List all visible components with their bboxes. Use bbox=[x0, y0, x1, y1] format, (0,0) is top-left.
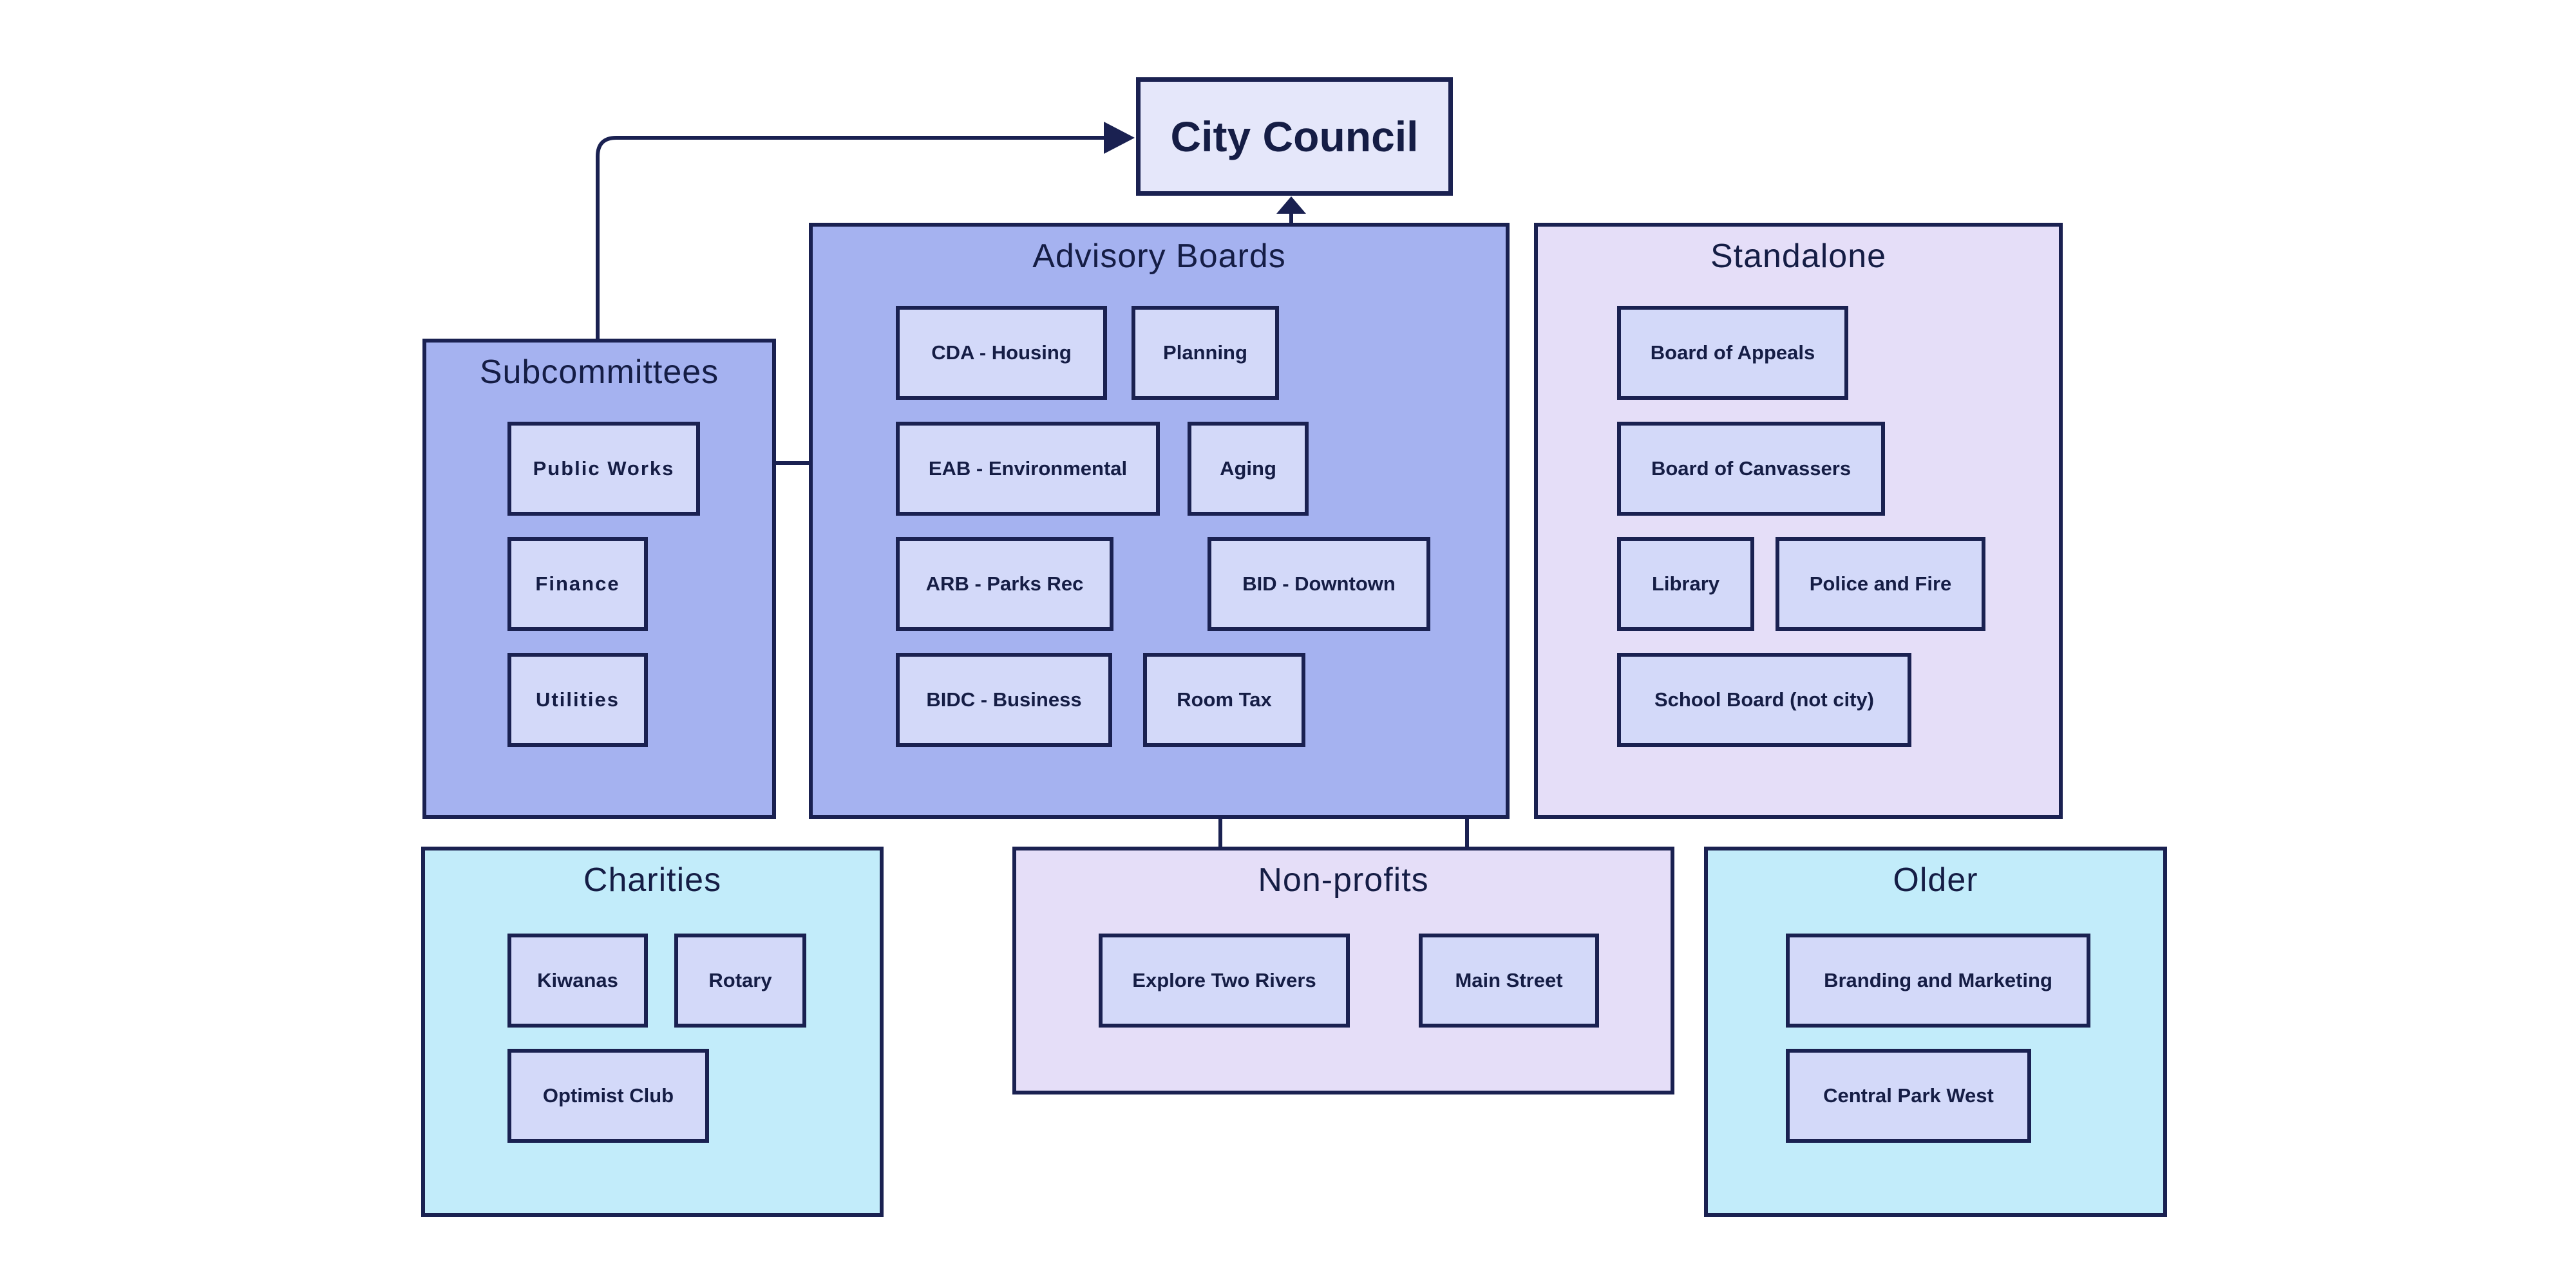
node-board-of-appeals: Board of Appeals bbox=[1617, 306, 1848, 400]
node-label: Kiwanas bbox=[537, 969, 618, 992]
node-label: Police and Fire bbox=[1809, 572, 1952, 596]
node-main-street: Main Street bbox=[1419, 934, 1599, 1028]
node-bid-downtown: BID - Downtown bbox=[1208, 537, 1430, 631]
node-label: School Board (not city) bbox=[1654, 688, 1874, 711]
node-label: Rotary bbox=[708, 969, 772, 992]
node-label: Main Street bbox=[1455, 969, 1563, 992]
node-label: ARB - Parks Rec bbox=[925, 572, 1084, 596]
node-label: City Council bbox=[1170, 113, 1419, 160]
node-label: Library bbox=[1651, 572, 1720, 596]
node-explore-two-rivers: Explore Two Rivers bbox=[1099, 934, 1350, 1028]
node-public-works: Public Works bbox=[507, 422, 700, 516]
arrowhead-to-city-council-bottom bbox=[1276, 196, 1306, 214]
node-board-of-canvassers: Board of Canvassers bbox=[1617, 422, 1885, 516]
node-rotary: Rotary bbox=[674, 934, 806, 1028]
node-label: Optimist Club bbox=[542, 1084, 674, 1107]
node-label: BIDC - Business bbox=[926, 688, 1082, 711]
node-city-council: City Council bbox=[1136, 77, 1453, 196]
section-older: Older Branding and Marketing Central Par… bbox=[1704, 847, 2167, 1217]
node-library: Library bbox=[1617, 537, 1754, 631]
section-title: Charities bbox=[583, 861, 722, 899]
node-label: Branding and Marketing bbox=[1824, 969, 2052, 992]
node-label: Utilities bbox=[536, 688, 620, 711]
node-cda-housing: CDA - Housing bbox=[896, 306, 1107, 400]
section-advisory-boards: Advisory Boards CDA - Housing Planning E… bbox=[809, 223, 1510, 819]
node-label: Board of Canvassers bbox=[1651, 457, 1852, 480]
node-label: Explore Two Rivers bbox=[1132, 969, 1316, 992]
section-standalone: Standalone Board of Appeals Board of Can… bbox=[1534, 223, 2063, 819]
node-label: Public Works bbox=[533, 457, 675, 480]
section-title: Standalone bbox=[1710, 238, 1887, 275]
node-label: Room Tax bbox=[1177, 688, 1272, 711]
node-label: Aging bbox=[1220, 457, 1276, 480]
node-label: EAB - Environmental bbox=[928, 457, 1128, 480]
section-title: Advisory Boards bbox=[1032, 238, 1286, 275]
section-title: Subcommittees bbox=[479, 353, 719, 391]
node-eab-environmental: EAB - Environmental bbox=[896, 422, 1160, 516]
node-planning: Planning bbox=[1132, 306, 1279, 400]
node-label: Central Park West bbox=[1823, 1084, 1994, 1107]
node-label: CDA - Housing bbox=[931, 341, 1072, 364]
node-label: BID - Downtown bbox=[1242, 572, 1396, 596]
node-aging: Aging bbox=[1188, 422, 1309, 516]
node-label: Planning bbox=[1163, 341, 1247, 364]
arrowhead-to-city-council-left bbox=[1104, 122, 1135, 154]
node-room-tax: Room Tax bbox=[1143, 653, 1305, 747]
section-non-profits: Non-profits Explore Two Rivers Main Stre… bbox=[1012, 847, 1674, 1094]
node-finance: Finance bbox=[507, 537, 648, 631]
node-arb-parks-rec: ARB - Parks Rec bbox=[896, 537, 1113, 631]
node-bidc-business: BIDC - Business bbox=[896, 653, 1112, 747]
node-branding-and-marketing: Branding and Marketing bbox=[1786, 934, 2090, 1028]
node-school-board: School Board (not city) bbox=[1617, 653, 1911, 747]
section-title: Older bbox=[1893, 861, 1978, 899]
node-optimist-club: Optimist Club bbox=[507, 1049, 709, 1143]
section-subcommittees: Subcommittees Public Works Finance Utili… bbox=[422, 339, 776, 819]
node-police-and-fire: Police and Fire bbox=[1776, 537, 1985, 631]
node-label: Finance bbox=[535, 572, 620, 596]
node-central-park-west: Central Park West bbox=[1786, 1049, 2031, 1143]
section-charities: Charities Kiwanas Rotary Optimist Club bbox=[421, 847, 884, 1217]
section-title: Non-profits bbox=[1258, 861, 1429, 899]
node-kiwanas: Kiwanas bbox=[507, 934, 648, 1028]
node-utilities: Utilities bbox=[507, 653, 648, 747]
node-label: Board of Appeals bbox=[1650, 341, 1815, 364]
